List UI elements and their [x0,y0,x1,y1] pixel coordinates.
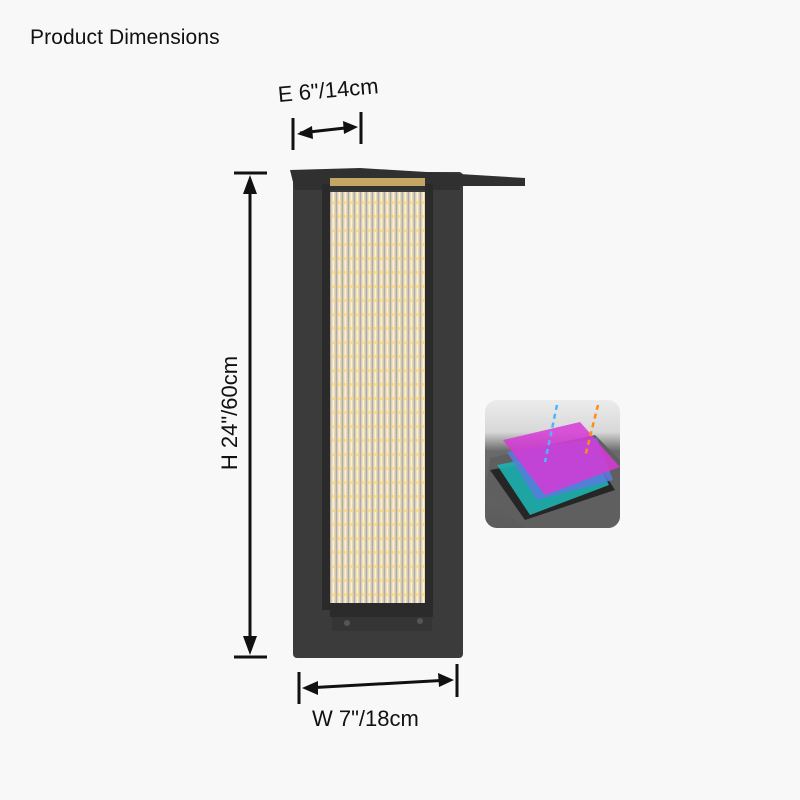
height-dimension-line [234,171,267,659]
height-label: H 24"/60cm [217,355,242,471]
layered-coating-icon [485,404,620,528]
width-dimension-line [297,664,459,704]
extension-dimension-line [291,112,363,150]
ribbed-glass-diffuser [330,192,425,604]
width-label: W 7"/18cm [312,706,419,731]
page-title: Product Dimensions [30,26,220,49]
coating-layers-inset [485,400,620,528]
